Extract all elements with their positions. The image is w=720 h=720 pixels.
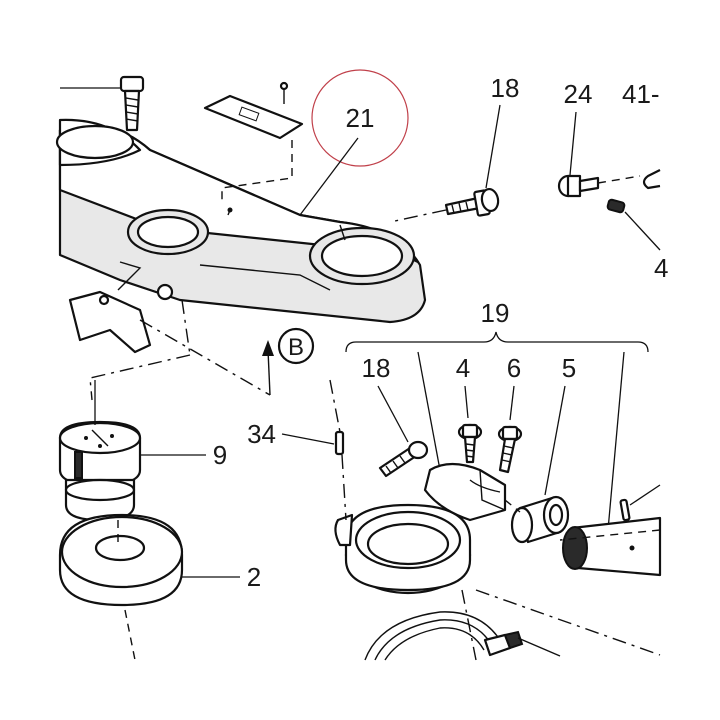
bolt-4 — [457, 423, 483, 464]
pin-right — [619, 484, 661, 522]
view-b-marker: B — [89, 299, 315, 401]
label-2: 2 — [247, 562, 261, 592]
bolt-18-top — [389, 187, 500, 223]
handlebar-clamp — [334, 462, 507, 595]
pin-34 — [329, 379, 347, 521]
label-21: 21 — [346, 103, 375, 133]
label-18-mid: 18 — [362, 353, 391, 383]
name-plate — [203, 81, 304, 205]
upper-triple-clamp — [55, 118, 427, 354]
label-18-top: 18 — [491, 73, 520, 103]
label-b: B — [288, 334, 304, 361]
handlebar-tube — [559, 516, 662, 577]
set-screw-edge: 4 — [606, 198, 668, 283]
bracket-19 — [345, 331, 649, 353]
label-4-edge: 4 — [654, 253, 668, 283]
label-19: 19 — [481, 298, 510, 328]
top-left-bolt — [60, 75, 145, 132]
bolt-6 — [497, 425, 523, 474]
bolt-18-mid — [378, 440, 429, 478]
cables — [364, 589, 661, 661]
label-41: 41- — [622, 79, 660, 109]
bushing-5 — [504, 495, 570, 544]
label-34: 34 — [247, 419, 276, 449]
label-9: 9 — [213, 440, 227, 470]
highlight-circle — [311, 69, 409, 167]
screw-24 — [557, 174, 641, 198]
label-6: 6 — [507, 353, 521, 383]
label-4: 4 — [456, 353, 470, 383]
stem-nut-9 — [58, 380, 142, 522]
label-24: 24 — [564, 79, 593, 109]
label-5: 5 — [562, 353, 576, 383]
washer-2 — [58, 513, 184, 661]
